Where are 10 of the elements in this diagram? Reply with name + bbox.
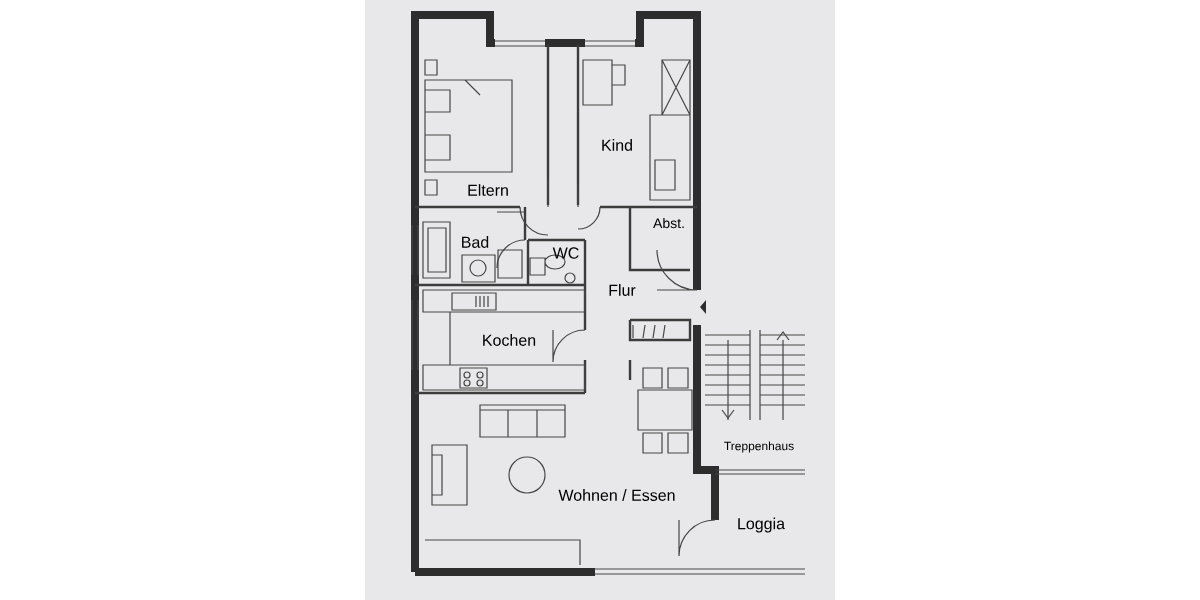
room-label: Kind <box>602 139 632 151</box>
room-label: WC <box>552 247 579 259</box>
room-label: Treppenhaus <box>724 441 794 453</box>
room-label: Kochen <box>483 334 536 346</box>
room-label: Flur <box>609 284 636 296</box>
room-label: Eltern <box>468 184 508 196</box>
room-label: Loggia <box>738 517 786 533</box>
room-label: Wohnen / Essen <box>558 489 675 501</box>
room-label: Bad <box>462 236 489 248</box>
room-label: Abst. <box>653 217 684 229</box>
